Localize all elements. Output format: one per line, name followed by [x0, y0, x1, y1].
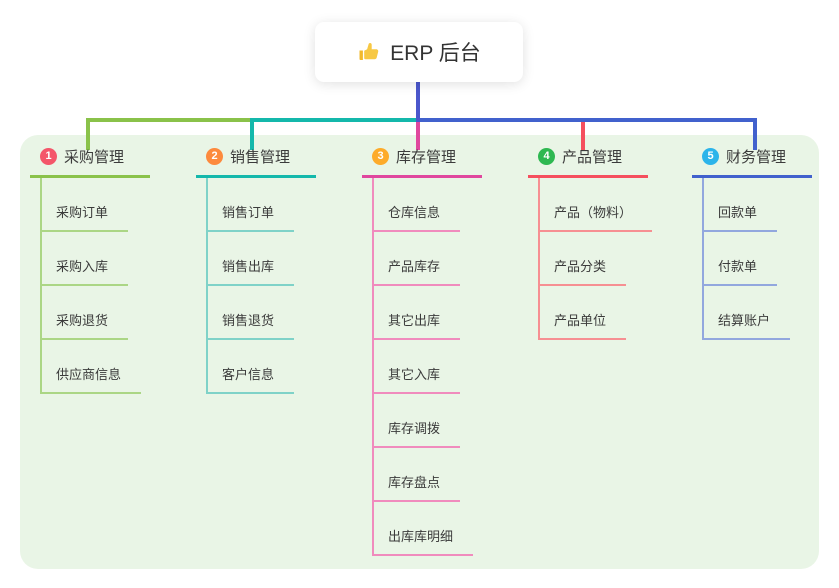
- node-row: 销售出库: [208, 232, 316, 286]
- branch-product-children: 产品（物料） 产品分类 产品单位: [538, 178, 653, 340]
- connector-horizontal-branch2: [252, 118, 416, 122]
- node-other-outbound[interactable]: 其它出库: [374, 310, 461, 340]
- branch-inventory-children: 仓库信息 产品库存 其它出库 其它入库 库存调拨 库存盘点 出库库明细: [372, 178, 482, 556]
- node-row: 供应商信息: [42, 340, 150, 394]
- connector-horizontal-branch1: [86, 118, 252, 122]
- branch-finance-header[interactable]: 5 财务管理: [692, 146, 812, 178]
- node-purchase-order[interactable]: 采购订单: [42, 202, 129, 232]
- node-sales-outbound[interactable]: 销售出库: [208, 256, 295, 286]
- branch-sales-children: 销售订单 销售出库 销售退货 客户信息: [206, 178, 316, 394]
- node-settlement-account[interactable]: 结算账户: [704, 310, 791, 340]
- node-purchase-return[interactable]: 采购退货: [42, 310, 129, 340]
- badge-4: 4: [538, 148, 555, 165]
- connector-root-vertical: [416, 82, 420, 122]
- node-payment-bill[interactable]: 付款单: [704, 256, 778, 286]
- mindmap-panel: [20, 135, 819, 569]
- branch-product-header[interactable]: 4 产品管理: [528, 146, 648, 178]
- branch-inventory-label: 库存管理: [396, 149, 457, 166]
- node-sales-return[interactable]: 销售退货: [208, 310, 295, 340]
- connector-horizontal-branch5: [416, 118, 755, 122]
- branch-purchase-header[interactable]: 1 采购管理: [30, 146, 150, 178]
- node-purchase-inbound[interactable]: 采购入库: [42, 256, 129, 286]
- branch-sales-label: 销售管理: [230, 149, 291, 166]
- connector-drop-branch3: [416, 122, 420, 150]
- node-customer-info[interactable]: 客户信息: [208, 364, 295, 394]
- node-outbound-detail[interactable]: 出库库明细: [374, 526, 474, 556]
- branch-sales: 2 销售管理 销售订单 销售出库 销售退货 客户信息: [196, 146, 316, 394]
- node-row: 产品单位: [540, 286, 648, 340]
- node-row: 销售退货: [208, 286, 316, 340]
- branch-purchase-label: 采购管理: [64, 149, 125, 166]
- node-row: 采购订单: [42, 178, 150, 232]
- node-sales-order[interactable]: 销售订单: [208, 202, 295, 232]
- node-row: 库存调拨: [374, 394, 482, 448]
- node-row: 其它入库: [374, 340, 482, 394]
- node-product-category[interactable]: 产品分类: [540, 256, 627, 286]
- node-warehouse-info[interactable]: 仓库信息: [374, 202, 461, 232]
- node-row: 采购退货: [42, 286, 150, 340]
- root-title: ERP 后台: [390, 42, 481, 65]
- node-row: 其它出库: [374, 286, 482, 340]
- badge-5: 5: [702, 148, 719, 165]
- node-row: 付款单: [704, 232, 812, 286]
- node-stock-taking[interactable]: 库存盘点: [374, 472, 461, 502]
- node-product-material[interactable]: 产品（物料）: [540, 202, 653, 232]
- node-row: 客户信息: [208, 340, 316, 394]
- node-row: 产品分类: [540, 232, 648, 286]
- node-row: 回款单: [704, 178, 812, 232]
- connector-drop-branch5: [753, 118, 757, 150]
- node-row: 产品（物料）: [540, 178, 653, 232]
- connector-drop-branch2: [250, 118, 254, 150]
- node-row: 销售订单: [208, 178, 316, 232]
- root-node[interactable]: ERP 后台: [315, 22, 523, 82]
- node-stock-transfer[interactable]: 库存调拨: [374, 418, 461, 448]
- node-row: 采购入库: [42, 232, 150, 286]
- branch-inventory: 3 库存管理 仓库信息 产品库存 其它出库 其它入库 库存调拨 库存盘点 出库库…: [362, 146, 482, 556]
- node-row: 仓库信息: [374, 178, 482, 232]
- branch-product: 4 产品管理 产品（物料） 产品分类 产品单位: [528, 146, 653, 340]
- connector-drop-branch4: [581, 122, 585, 150]
- node-product-unit[interactable]: 产品单位: [540, 310, 627, 340]
- branch-finance: 5 财务管理 回款单 付款单 结算账户: [692, 146, 812, 340]
- branch-purchase: 1 采购管理 采购订单 采购入库 采购退货 供应商信息: [30, 146, 150, 394]
- connector-drop-branch1: [86, 118, 90, 150]
- branch-purchase-children: 采购订单 采购入库 采购退货 供应商信息: [40, 178, 150, 394]
- thumbs-up-icon: [357, 40, 381, 64]
- node-other-inbound[interactable]: 其它入库: [374, 364, 461, 394]
- badge-3: 3: [372, 148, 389, 165]
- branch-finance-children: 回款单 付款单 结算账户: [702, 178, 812, 340]
- branch-inventory-header[interactable]: 3 库存管理: [362, 146, 482, 178]
- branch-sales-header[interactable]: 2 销售管理: [196, 146, 316, 178]
- branch-product-label: 产品管理: [562, 149, 623, 166]
- badge-2: 2: [206, 148, 223, 165]
- node-receipt-bill[interactable]: 回款单: [704, 202, 778, 232]
- node-product-stock[interactable]: 产品库存: [374, 256, 461, 286]
- badge-1: 1: [40, 148, 57, 165]
- node-row: 结算账户: [704, 286, 812, 340]
- node-row: 出库库明细: [374, 502, 482, 556]
- node-row: 产品库存: [374, 232, 482, 286]
- node-row: 库存盘点: [374, 448, 482, 502]
- node-supplier-info[interactable]: 供应商信息: [42, 364, 142, 394]
- branch-finance-label: 财务管理: [726, 149, 787, 166]
